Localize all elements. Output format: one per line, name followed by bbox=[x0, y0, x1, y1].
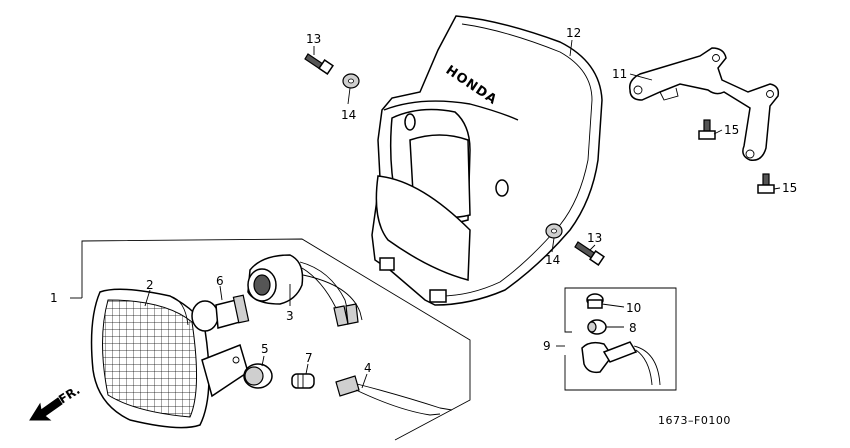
headlight-socket bbox=[247, 254, 363, 327]
callout-7: 7 bbox=[305, 351, 313, 365]
callout-12: 12 bbox=[566, 26, 581, 40]
callout-6: 6 bbox=[216, 274, 224, 288]
callout-4: 4 bbox=[364, 361, 372, 375]
headlight-assembly-outline bbox=[70, 238, 471, 441]
flange-bolt-lower bbox=[757, 173, 775, 194]
callout-2: 2 bbox=[146, 278, 154, 292]
callout-15-upper: 15 bbox=[724, 123, 739, 137]
flange-bolt-upper bbox=[698, 119, 716, 140]
callout-13-upper: 13 bbox=[306, 32, 321, 46]
callout-15-lower: 15 bbox=[782, 181, 797, 195]
indicator-bulb bbox=[587, 319, 607, 335]
indicator-assembly-outline bbox=[556, 287, 677, 391]
position-bulb bbox=[291, 373, 315, 389]
callout-14-lower: 14 bbox=[545, 253, 560, 267]
callout-14-upper: 14 bbox=[341, 108, 356, 122]
figure-code: 1673–F0100 bbox=[658, 414, 731, 427]
indicator-cap bbox=[586, 293, 604, 309]
leader-lines bbox=[144, 39, 781, 389]
callout-9: 9 bbox=[543, 339, 551, 353]
callout-8: 8 bbox=[629, 321, 637, 335]
washer-lower bbox=[545, 223, 563, 239]
washer-upper bbox=[342, 73, 360, 89]
callout-11: 11 bbox=[612, 67, 627, 81]
front-direction-arrow: FR. bbox=[29, 383, 82, 421]
headlight-bulb bbox=[191, 294, 250, 332]
callout-10: 10 bbox=[626, 301, 641, 315]
bolt-upper bbox=[304, 53, 334, 75]
bulb-socket-wire bbox=[335, 375, 453, 416]
callout-13-lower: 13 bbox=[587, 231, 602, 245]
callout-1: 1 bbox=[50, 291, 58, 305]
position-socket bbox=[243, 363, 273, 389]
callout-3: 3 bbox=[286, 309, 294, 323]
indicator-socket bbox=[581, 341, 661, 386]
headlight-lens bbox=[90, 288, 249, 429]
bolt-lower bbox=[574, 241, 605, 266]
callout-5: 5 bbox=[261, 342, 269, 356]
mounting-bracket bbox=[628, 47, 780, 161]
headlight-cover: HONDA bbox=[371, 15, 603, 306]
